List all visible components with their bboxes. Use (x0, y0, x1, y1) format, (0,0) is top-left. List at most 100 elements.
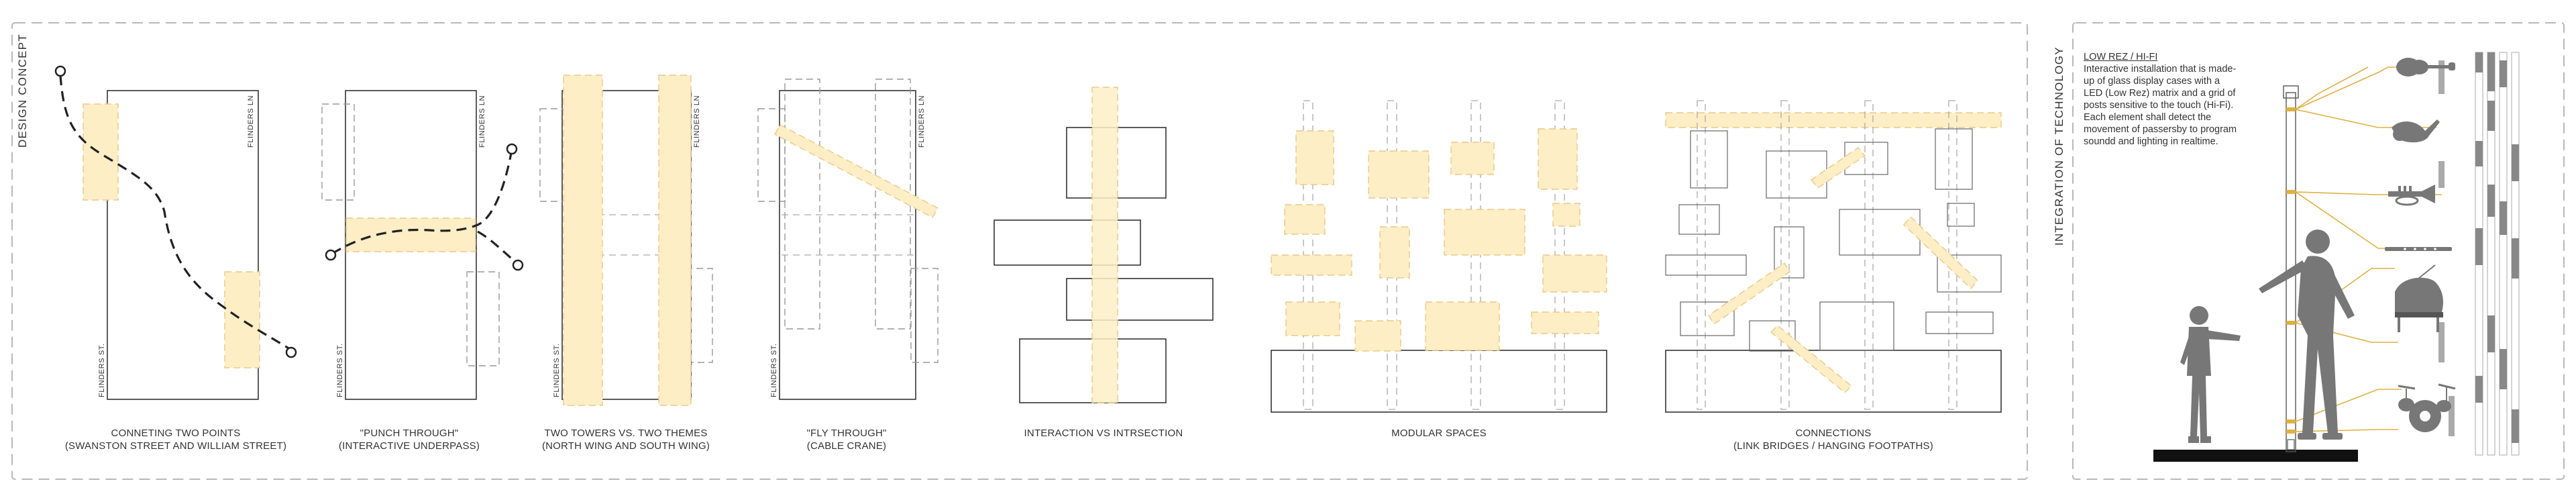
led-segment (2475, 228, 2483, 265)
module-outline (1665, 254, 1747, 276)
south-wing-tower (658, 74, 692, 406)
site-outline (345, 90, 477, 400)
module-outline (1766, 150, 1827, 199)
led-segment (2438, 60, 2445, 94)
sensor-node (2286, 107, 2296, 111)
caption-line-1: CONNECTIONS (1795, 428, 1872, 439)
led-segment (2475, 52, 2483, 72)
caption-line-1: MODULAR SPACES (1391, 428, 1487, 439)
saxophone-icon (2392, 119, 2440, 143)
led-segment (2500, 349, 2507, 389)
module-outline (1749, 320, 1796, 352)
panel-modular-spaces (1271, 100, 1607, 413)
module (1425, 301, 1500, 351)
led-segment (2512, 144, 2519, 181)
module-outline (1690, 130, 1728, 189)
module (1552, 203, 1580, 227)
post-base (2287, 439, 2295, 450)
tower-outline-left (784, 79, 820, 330)
module-outline (1839, 209, 1921, 256)
module (1354, 320, 1401, 352)
ground-plinth (2153, 450, 2358, 462)
led-display-grid (2438, 52, 2520, 456)
caption-line-2: (SWANSTON STREET AND WILLIAM STREET) (64, 440, 287, 452)
link-bridge (1810, 147, 1866, 189)
signal-wire (2295, 389, 2402, 422)
podium-base (1271, 350, 1607, 413)
volume-block (994, 219, 1141, 266)
panel-punch-through (321, 90, 524, 400)
led-segment (2512, 409, 2519, 443)
link-bridge (1770, 325, 1853, 393)
caption-connections: CONNECTIONS (LINK BRIDGES / HANGING FOOT… (1713, 427, 1954, 452)
led-segment (2438, 322, 2445, 362)
flute-icon (2385, 247, 2452, 251)
drum-kit-icon (2398, 383, 2456, 432)
caption-interaction-intersection: INTERACTION VS INTRSECTION (983, 427, 1224, 440)
module (1284, 204, 1326, 235)
column-guide (1780, 100, 1790, 410)
module (1538, 128, 1578, 190)
caption-line-2: (INTERACTIVE UNDERPASS) (338, 440, 480, 452)
technology-frame (2072, 22, 2565, 480)
street-label-flinders-ln: FLINDERS LN (693, 95, 701, 148)
caption-line-1: "PUNCH THROUGH" (360, 428, 459, 439)
module-outline (1819, 301, 1894, 351)
sensor-node (2286, 419, 2296, 424)
underpass-zone (345, 217, 476, 252)
technology-heading: LOW REZ / HI-FI (2084, 52, 2158, 62)
cable-crane (774, 124, 938, 218)
module (1444, 209, 1525, 256)
grand-piano-icon (2395, 264, 2443, 332)
caption-line-1: "FLY THROUGH" (806, 428, 887, 439)
caption-line-2: (CABLE CRANE) (806, 440, 887, 452)
panel-connecting-two-points (54, 65, 297, 400)
caption-two-towers: TWO TOWERS VS. TWO THEMES (NORTH WING AN… (505, 427, 747, 452)
sensor-node (2286, 430, 2296, 434)
design-concept-title: DESIGN CONCEPT (16, 34, 29, 148)
trumpet-icon (2388, 185, 2435, 206)
led-segment (2500, 60, 2507, 87)
led-segment (2438, 161, 2445, 188)
module (1285, 301, 1340, 336)
ghost-block-left (757, 108, 786, 202)
module (1531, 311, 1599, 334)
sky-bridge (1665, 112, 2002, 128)
caption-line-1: CONNETING TWO POINTS (111, 428, 241, 439)
north-wing-tower (563, 74, 603, 406)
link-bridge (1903, 215, 1978, 290)
tower-outline-right (875, 79, 911, 330)
module (1450, 142, 1495, 175)
module (1542, 254, 1607, 293)
exit-marker-top (506, 143, 518, 155)
module (1271, 254, 1352, 276)
point-a-marker (54, 65, 66, 77)
led-segment (2487, 315, 2495, 352)
led-segment (2487, 52, 2495, 91)
module-outline (1678, 204, 1720, 235)
module-outline (1947, 203, 1975, 227)
cello-icon (2396, 58, 2455, 77)
street-label-flinders-ln: FLINDERS LN (247, 95, 255, 148)
module (1379, 226, 1410, 279)
display-case (2499, 52, 2508, 456)
entry-zone-william (224, 271, 260, 368)
signal-wire (2295, 66, 2369, 110)
caption-line-2: (LINK BRIDGES / HANGING FOOTPATHS) (1733, 440, 1933, 452)
street-label-flinders-ln: FLINDERS LN (918, 95, 926, 148)
child-silhouette (2180, 306, 2241, 443)
post-cap (2283, 85, 2299, 99)
module-outline (1680, 301, 1735, 336)
led-segment (2512, 238, 2519, 279)
street-label-flinders-st: FLINDERS ST. (98, 343, 106, 397)
entry-zone-swanston (83, 103, 119, 201)
led-segment (2487, 101, 2495, 131)
link-bridge (1708, 262, 1790, 325)
point-b-marker (285, 346, 297, 358)
sensor-node (2286, 321, 2296, 325)
technology-installation (2153, 52, 2520, 462)
technology-body: Interactive installation that is made-up… (2084, 64, 2237, 147)
signal-wire (2295, 429, 2398, 432)
